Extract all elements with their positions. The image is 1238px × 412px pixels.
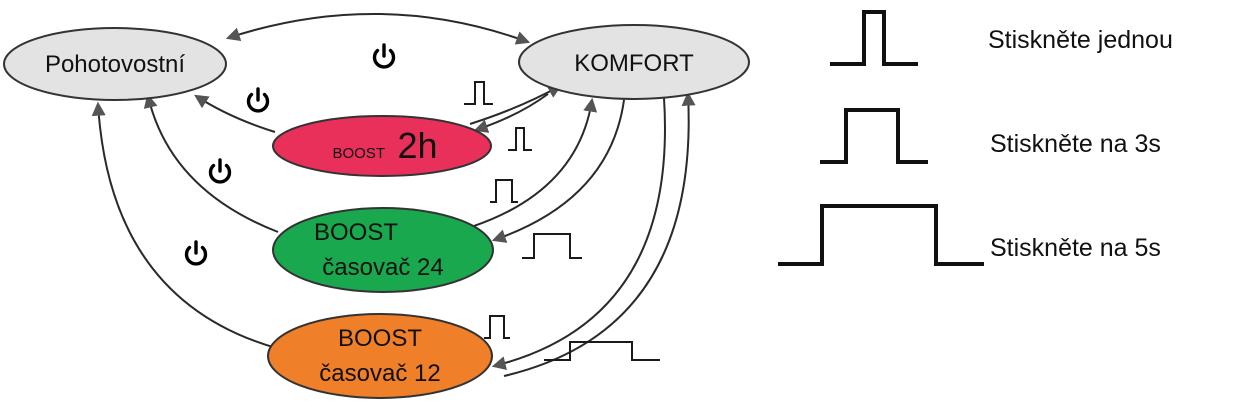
pulse-short-icon xyxy=(464,81,493,105)
node-boost-24-line1: BOOST xyxy=(314,219,398,246)
pulse-long-icon xyxy=(778,204,984,266)
node-boost-24-line2: časovač 24 xyxy=(322,254,443,281)
arrow-boost2h-to-standby xyxy=(194,94,276,133)
node-boost-2h-shape xyxy=(272,115,492,177)
node-standby: Pohotovostní xyxy=(3,27,227,101)
legend-item-short: Stiskněte jednou xyxy=(830,10,1173,66)
pulse-medium-icon xyxy=(820,108,928,164)
pulse-long-icon xyxy=(522,233,582,259)
node-comfort-label: KOMFORT xyxy=(574,50,694,77)
power-icon xyxy=(208,158,232,184)
node-boost-2h: BOOST 2h xyxy=(272,115,492,177)
arrow-boost24-to-comfort xyxy=(473,97,598,227)
node-standby-shape xyxy=(3,27,227,101)
arrow-boost24-to-standby xyxy=(143,93,279,233)
node-boost-24-shape xyxy=(272,207,494,293)
power-icon xyxy=(246,87,270,113)
node-boost-2h-prefix: BOOST xyxy=(332,145,385,162)
legend-item-long: Stiskněte na 5s xyxy=(778,204,1161,266)
transition-arrows xyxy=(91,13,696,377)
legend-label-short: Stiskněte jednou xyxy=(988,26,1173,54)
node-comfort-shape xyxy=(518,24,750,100)
node-boost-12-shape xyxy=(267,313,493,399)
pulse-short-icon xyxy=(830,10,918,66)
legend-label-long: Stiskněte na 5s xyxy=(990,234,1161,262)
legend-label-medium: Stiskněte na 3s xyxy=(990,130,1161,158)
power-icon xyxy=(372,43,396,69)
node-boost-12-line1: BOOST xyxy=(338,325,422,352)
node-boost-12: BOOST časovač 12 xyxy=(267,313,493,399)
node-boost-24: BOOST časovač 24 xyxy=(272,207,494,293)
arrow-boost12-to-comfort xyxy=(503,91,696,377)
pulse-short-icon xyxy=(484,315,510,339)
pulse-long-icon xyxy=(544,341,660,361)
pulse-medium-icon xyxy=(490,179,518,203)
node-boost-2h-value: 2h xyxy=(397,125,437,166)
legend: Stiskněte jednou Stiskněte na 3s Stiskně… xyxy=(778,10,1173,266)
power-icon xyxy=(184,240,208,266)
arrow-comfort-to-boost12 xyxy=(491,97,666,370)
arrow-comfort-to-boost24 xyxy=(491,99,625,243)
node-standby-label: Pohotovostní xyxy=(45,51,185,78)
arrow-boost12-to-standby xyxy=(91,101,277,349)
legend-item-medium: Stiskněte na 3s xyxy=(820,108,1161,164)
pulse-short-icon xyxy=(508,127,532,151)
node-comfort: KOMFORT xyxy=(518,24,750,100)
arrow-standby-comfort xyxy=(225,13,531,45)
node-boost-2h-label: BOOST 2h xyxy=(332,125,437,166)
node-boost-12-line2: časovač 12 xyxy=(319,360,440,387)
arrow-comfort-to-boost2h xyxy=(473,93,549,133)
